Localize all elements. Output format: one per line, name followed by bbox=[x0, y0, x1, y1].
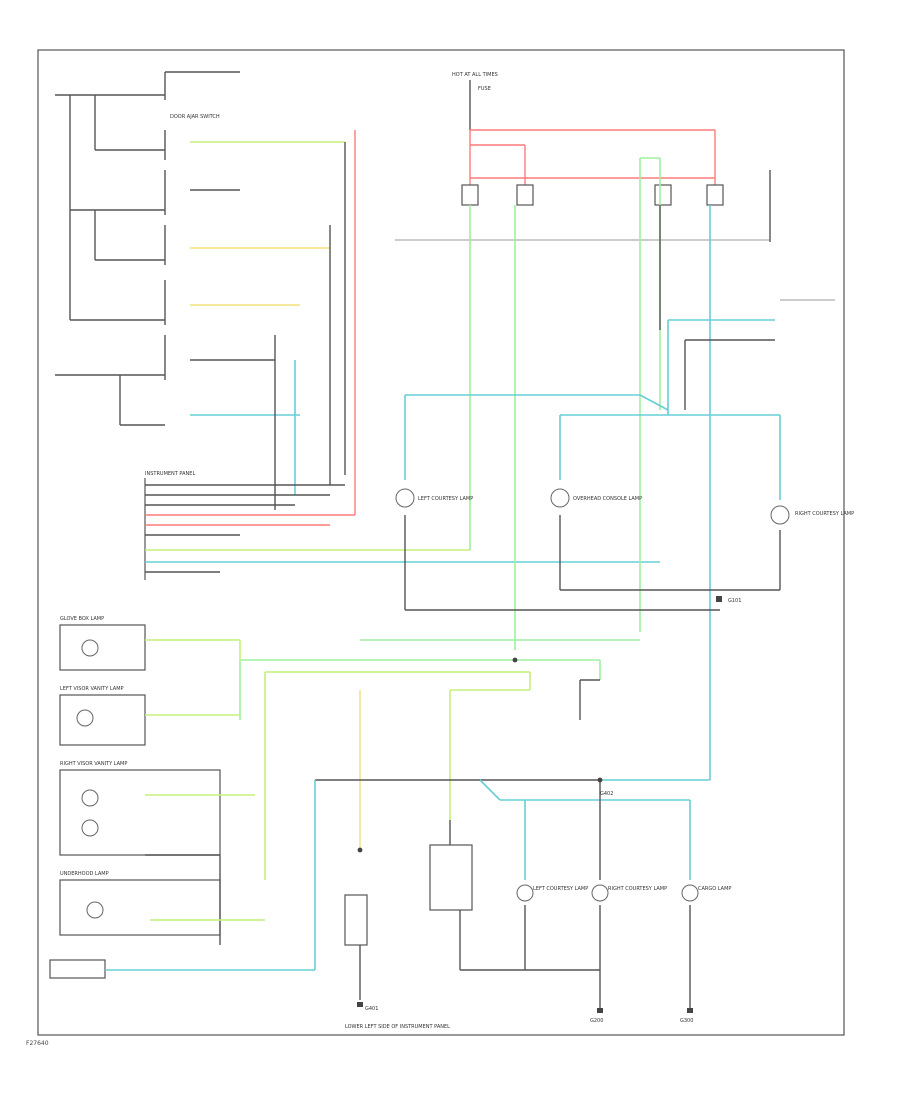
label-bottom-lamp-3: CARGO LAMP bbox=[698, 886, 731, 892]
ground-symbol-icon bbox=[687, 1008, 693, 1013]
power-section bbox=[395, 80, 771, 780]
connector-stack bbox=[144, 130, 660, 580]
label-ground-2: G200 bbox=[590, 1018, 603, 1024]
ground-symbol-icon bbox=[597, 1008, 603, 1013]
label-left-courtesy: LEFT COURTESY LAMP bbox=[418, 496, 473, 502]
bottom-lamp-2-icon bbox=[591, 884, 609, 902]
label-glove-box: GLOVE BOX LAMP bbox=[60, 616, 104, 622]
left-lamp-boxes bbox=[49, 624, 316, 979]
left-courtesy-lamp-icon bbox=[395, 488, 415, 508]
label-overhead: OVERHEAD CONSOLE LAMP bbox=[573, 496, 642, 502]
bottom-lamp-1-icon bbox=[516, 884, 534, 902]
label-underhood: UNDERHOOD LAMP bbox=[60, 871, 109, 877]
overhead-lamp-icon bbox=[550, 488, 570, 508]
underhood-lamp-icon bbox=[86, 901, 104, 919]
label-bottom-lamp-1: LEFT COURTESY LAMP bbox=[533, 886, 588, 892]
bottom-lamp-3-icon bbox=[681, 884, 699, 902]
diagram-frame bbox=[37, 49, 845, 1036]
label-hot-at-all-times: HOT AT ALL TIMES bbox=[452, 72, 498, 78]
glove-box-lamp-icon bbox=[81, 639, 99, 657]
label-right-courtesy: RIGHT COURTESY LAMP bbox=[795, 511, 854, 517]
right-courtesy-lamp-icon bbox=[770, 505, 790, 525]
page-code: F27640 bbox=[26, 1040, 49, 1047]
label-door-ajar-switch: DOOR AJAR SWITCH bbox=[170, 114, 220, 120]
label-connector-note: INSTRUMENT PANEL bbox=[145, 471, 195, 477]
label-ground-3: G300 bbox=[680, 1018, 693, 1024]
ground-symbol-icon bbox=[357, 1002, 363, 1007]
label-bottom-note: LOWER LEFT SIDE OF INSTRUMENT PANEL bbox=[345, 1024, 450, 1030]
label-left-visor: LEFT VISOR VANITY LAMP bbox=[60, 686, 124, 692]
label-bottom-lamp-2: RIGHT COURTESY LAMP bbox=[608, 886, 667, 892]
left-switch-bank bbox=[55, 71, 346, 510]
label-ground-4: G401 bbox=[365, 1006, 378, 1012]
label-ground-1: G101 bbox=[728, 598, 741, 604]
upper-lamp-group bbox=[395, 299, 835, 611]
label-fuse: FUSE bbox=[478, 86, 491, 92]
ground-symbol-icon bbox=[716, 596, 722, 602]
left-visor-lamp-icon bbox=[76, 709, 94, 727]
label-ground-5: G402 bbox=[600, 791, 613, 797]
center-harness bbox=[239, 639, 710, 945]
right-visor-lamp-icon bbox=[81, 789, 99, 807]
bottom-components bbox=[344, 820, 699, 1013]
label-right-visor: RIGHT VISOR VANITY LAMP bbox=[60, 761, 127, 767]
